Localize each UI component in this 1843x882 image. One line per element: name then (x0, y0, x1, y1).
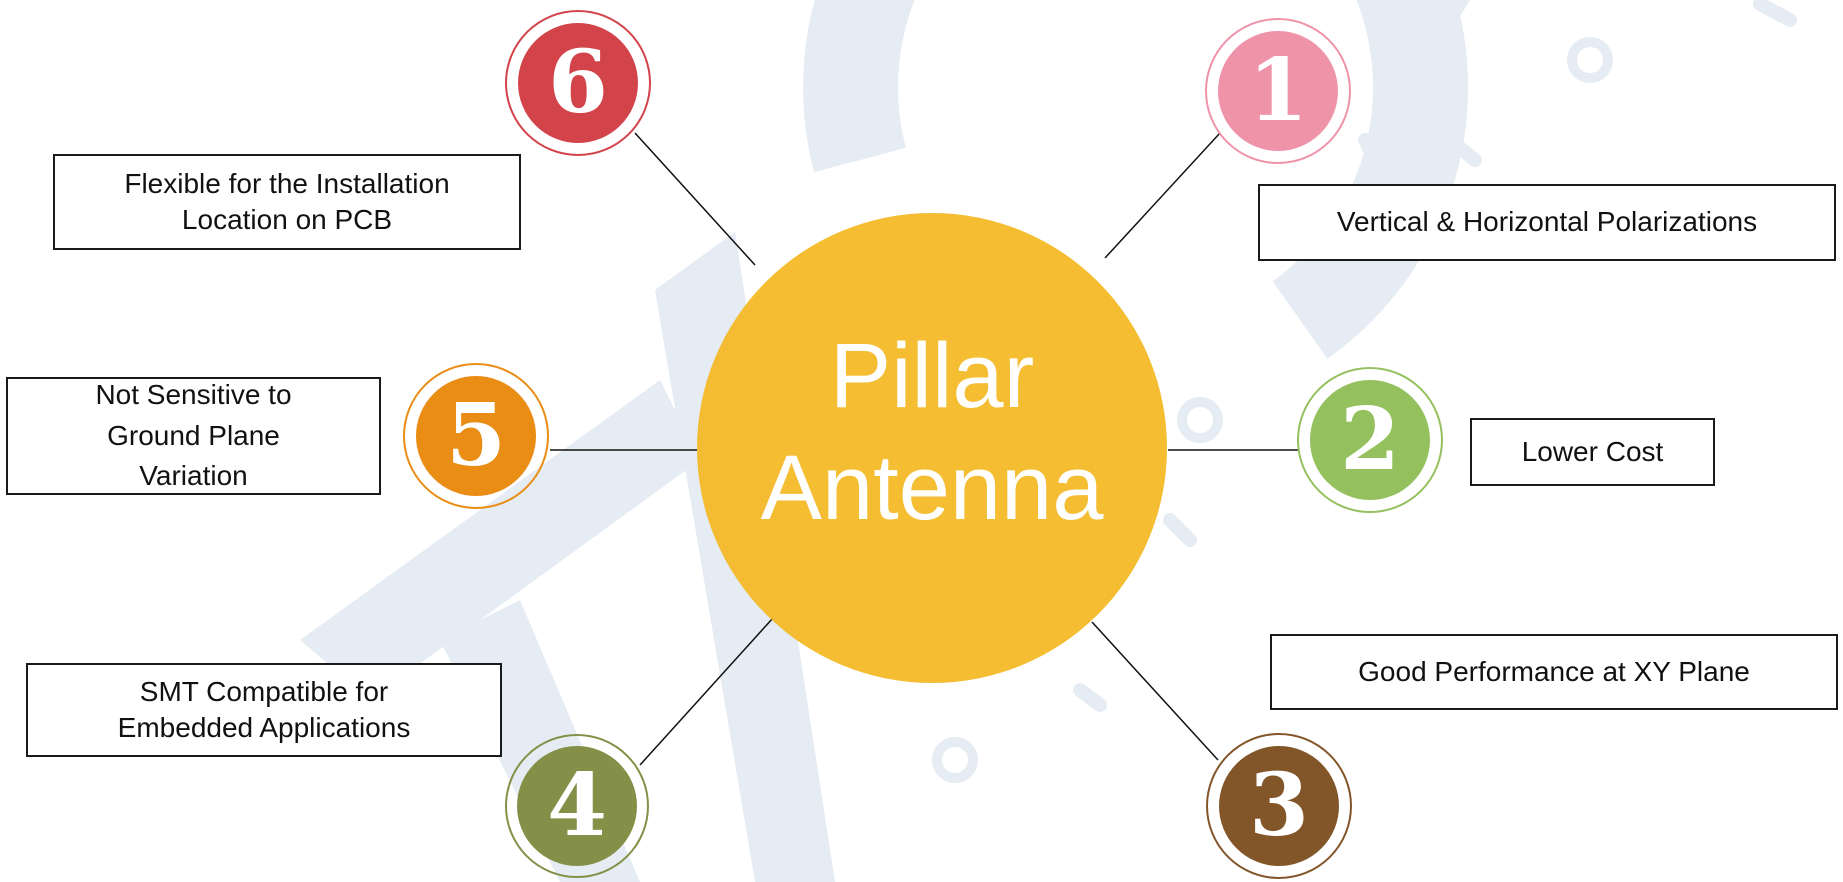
feature-1-text: Vertical & Horizontal Polarizations (1336, 206, 1758, 238)
feature-2-badge: 2 (1310, 380, 1430, 500)
connector-line-6 (634, 132, 756, 266)
center-title-line2: Antenna (760, 437, 1104, 539)
feature-3-badge: 3 (1219, 746, 1339, 866)
feature-3-ring (1206, 733, 1352, 879)
feature-4-text-line2: Embedded Applications (117, 712, 411, 743)
feature-2-ring (1297, 367, 1443, 513)
feature-4-badge: 4 (517, 746, 637, 866)
feature-1-label: Vertical & Horizontal Polarizations (1258, 184, 1836, 261)
feature-5-number: 5 (446, 385, 506, 486)
feature-6-label: Flexible for the Installation Location o… (53, 154, 521, 250)
connector-line-1 (1104, 132, 1221, 259)
feature-5-text-line1: Not Sensitive to (95, 379, 292, 411)
feature-4-text-line1: SMT Compatible for (139, 675, 389, 707)
feature-1-badge: 1 (1218, 31, 1338, 151)
center-circle (697, 213, 1167, 683)
center-title: Pillar Antenna (697, 320, 1167, 544)
center-title-line1: Pillar (829, 325, 1035, 427)
feature-6-ring (505, 10, 651, 156)
feature-2-label: Lower Cost (1470, 418, 1715, 486)
feature-2-number: 2 (1340, 389, 1400, 490)
feature-4-label: SMT Compatible for Embedded Applications (26, 663, 502, 757)
feature-6-text-line1: Flexible for the Installation (124, 167, 450, 199)
connector-line-3 (1091, 621, 1219, 761)
connector-line-4 (639, 617, 774, 766)
feature-5-ring (403, 363, 549, 509)
feature-1-number: 1 (1248, 40, 1308, 141)
feature-3-label: Good Performance at XY Plane (1270, 634, 1838, 710)
feature-5-text-line3: Variation (139, 460, 248, 492)
feature-4-ring (505, 734, 649, 878)
feature-5-badge: 5 (416, 376, 536, 496)
feature-3-number: 3 (1249, 755, 1309, 856)
feature-3-text: Good Performance at XY Plane (1358, 655, 1750, 687)
feature-6-badge: 6 (518, 23, 638, 143)
feature-6-text-line2: Location on PCB (181, 204, 393, 235)
feature-5-label: Not Sensitive to Ground Plane Variation (6, 377, 381, 495)
feature-1-ring (1205, 18, 1351, 164)
feature-2-text: Lower Cost (1521, 435, 1664, 467)
feature-5-text-line2: Ground Plane (107, 419, 280, 451)
feature-4-number: 4 (547, 755, 607, 856)
feature-6-number: 6 (548, 32, 608, 133)
